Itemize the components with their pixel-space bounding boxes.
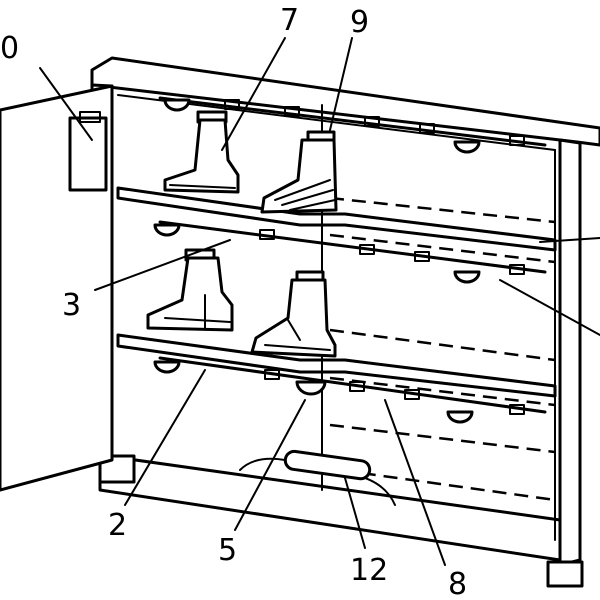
label-12: 12 <box>350 553 388 588</box>
label-8: 8 <box>448 567 467 600</box>
leader-lines <box>39 37 600 566</box>
label-10: 0 <box>0 31 19 66</box>
door-device-10 <box>68 116 108 192</box>
shoe-lower-left <box>146 248 234 332</box>
shelf-lower <box>116 333 557 398</box>
label-9: 9 <box>350 5 369 40</box>
bottom-heater-tube <box>239 449 396 506</box>
shoes <box>146 110 338 358</box>
shoe-lower-right <box>250 270 337 358</box>
right-foot <box>546 560 584 588</box>
label-7: 7 <box>280 3 299 38</box>
label-3: 3 <box>62 288 81 323</box>
shoe-upper-left <box>163 110 240 194</box>
rails <box>153 96 547 424</box>
label-5: 5 <box>218 533 237 568</box>
shelf-upper <box>116 186 557 252</box>
label-2: 2 <box>108 508 127 543</box>
cabinet-door <box>0 84 114 492</box>
shoe-upper-right <box>260 130 338 214</box>
